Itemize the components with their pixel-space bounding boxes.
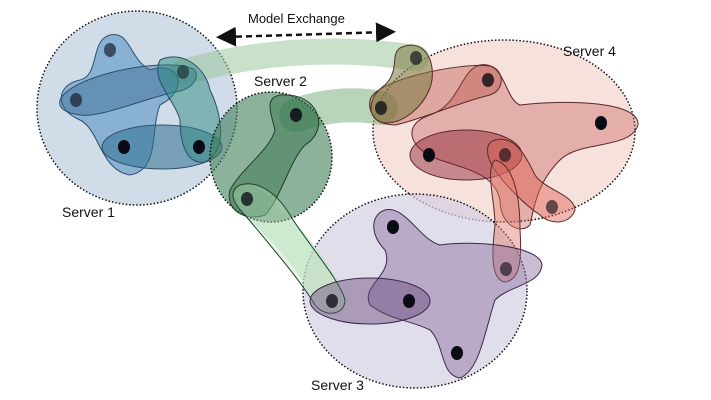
server-3-region	[302, 193, 528, 389]
node	[500, 262, 512, 276]
model-exchange-label: Model Exchange	[248, 11, 345, 26]
node	[326, 294, 338, 308]
server-2-hyperedges	[228, 94, 346, 314]
node	[451, 346, 463, 360]
node	[387, 220, 399, 234]
node	[193, 140, 205, 154]
node	[177, 65, 189, 79]
node	[375, 101, 387, 115]
node	[70, 93, 82, 107]
node	[499, 148, 511, 162]
node	[118, 140, 130, 154]
node	[546, 200, 558, 214]
nodes	[70, 43, 607, 360]
server-1-hyperedges	[59, 34, 223, 176]
server-2-region	[209, 91, 333, 223]
server-2-label: Server 2	[254, 73, 307, 89]
node	[410, 51, 422, 65]
server-1-label: Server 1	[62, 204, 115, 220]
server-3-hyperedges	[309, 209, 543, 379]
node	[290, 108, 302, 122]
node	[104, 43, 116, 57]
node	[403, 294, 415, 308]
model-exchange-arrow	[216, 22, 396, 47]
server-4-label: Server 4	[563, 43, 616, 59]
node	[241, 192, 253, 206]
server-3-label: Server 3	[311, 377, 364, 393]
node	[595, 116, 607, 130]
node	[423, 148, 435, 162]
node	[482, 73, 494, 87]
